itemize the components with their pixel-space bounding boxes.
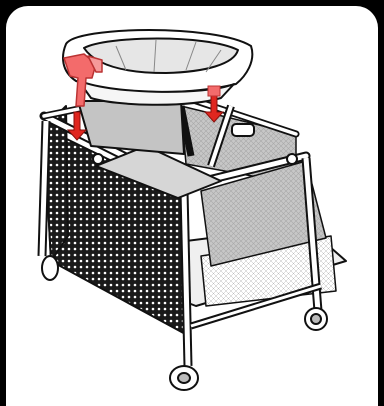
playard-icon: [42, 91, 346, 366]
clip-right-indicator: [208, 86, 220, 96]
knob-right: [287, 154, 297, 164]
wheel-front-left: [42, 256, 58, 280]
figure-panel: [6, 6, 378, 406]
knob-left: [93, 154, 103, 164]
playard-illustration: [6, 6, 378, 406]
rail-clip: [232, 124, 254, 136]
wheel-back-right-hub: [311, 314, 321, 324]
bassinet-side-panel: [78, 101, 184, 154]
wheel-front-right-hub: [178, 373, 190, 383]
